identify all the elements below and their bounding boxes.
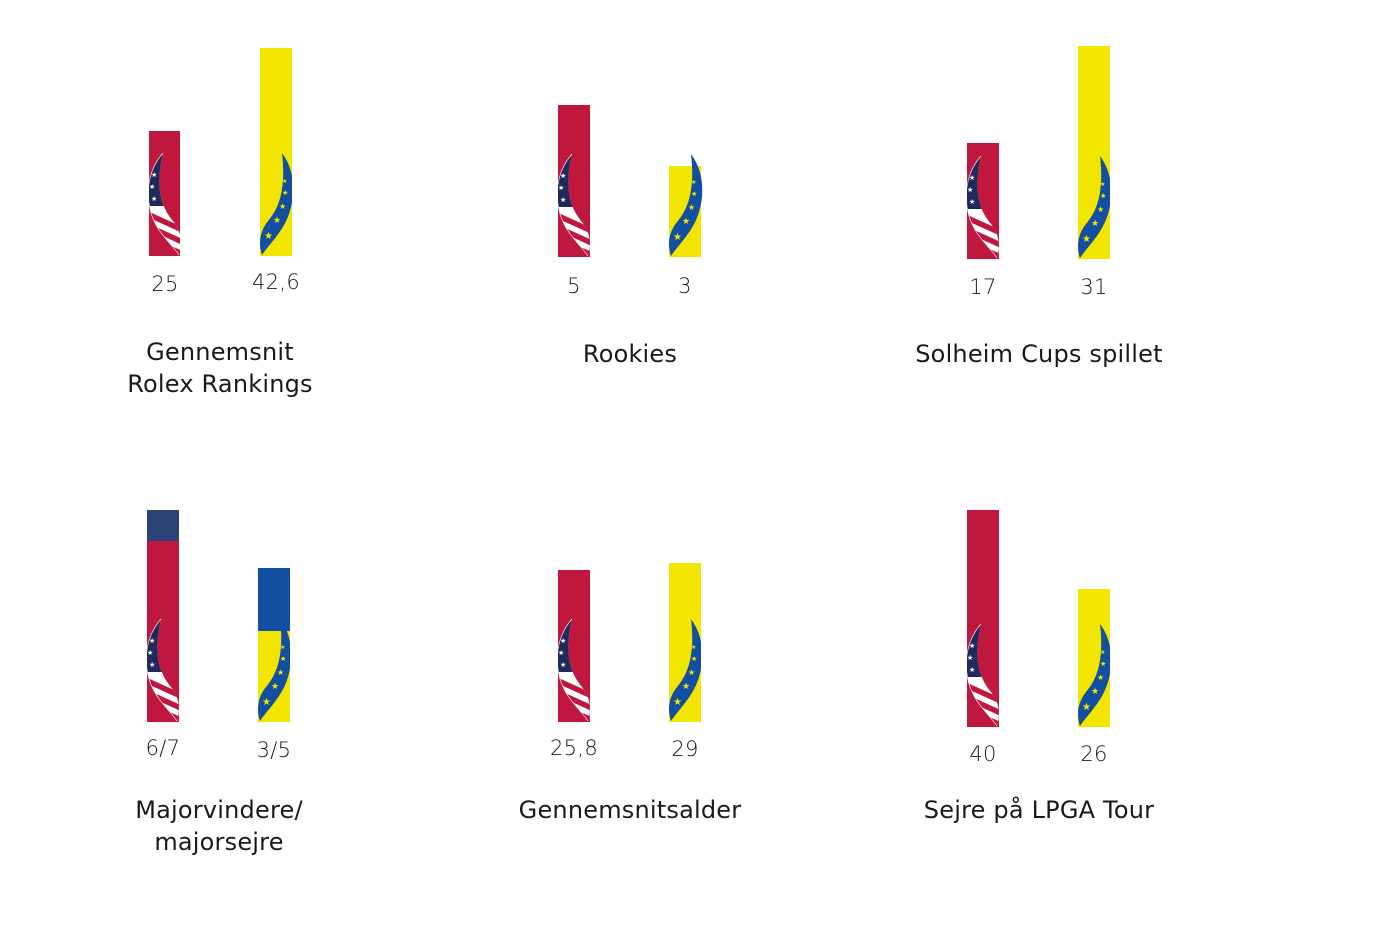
bar-europe <box>1078 589 1110 727</box>
bar-europe <box>669 166 701 257</box>
value-label-europe: 3/5 <box>256 738 292 762</box>
usa-flag-swoosh-icon <box>149 151 180 256</box>
chart-title-line2: majorsejre <box>154 828 284 856</box>
eu-flag-swoosh-icon <box>260 151 292 256</box>
chart-title-line1: Gennemsnit <box>146 338 294 366</box>
chart-title: Sejre på LPGA Tour <box>879 794 1199 826</box>
bar-usa <box>149 131 180 256</box>
value-label-usa: 25 <box>151 272 179 296</box>
eu-flag-swoosh-icon <box>1078 622 1110 727</box>
value-label-europe: 42,6 <box>252 270 300 294</box>
eu-flag-swoosh-icon <box>258 617 290 722</box>
chart-title-line1: Rookies <box>582 340 678 368</box>
bar-europe <box>669 563 701 722</box>
value-label-usa: 25,8 <box>550 736 598 760</box>
eu-flag-swoosh-icon <box>669 617 701 722</box>
chart-title-line2: Rolex Rankings <box>127 370 313 398</box>
eu-flag-swoosh-icon <box>663 152 707 257</box>
bar-segment-majorsejre <box>258 568 290 631</box>
usa-flag-swoosh-icon <box>558 152 590 257</box>
chart-title: Rookies <box>470 338 790 370</box>
value-label-europe: 3 <box>678 274 692 298</box>
eu-flag-swoosh-icon <box>1078 154 1110 259</box>
bar-usa <box>558 105 590 257</box>
value-label-usa: 6/7 <box>145 736 181 760</box>
bar-europe <box>1078 46 1110 259</box>
bar-usa <box>147 510 179 722</box>
value-label-usa: 40 <box>969 742 997 766</box>
chart-title: Majorvindere/ majorsejre <box>59 794 379 858</box>
chart-title: Gennemsnitsalder <box>470 794 790 826</box>
value-label-usa: 17 <box>969 275 997 299</box>
usa-flag-swoosh-icon <box>558 617 590 722</box>
bar-usa <box>967 510 999 727</box>
bar-usa <box>967 143 999 259</box>
value-label-europe: 29 <box>671 737 699 761</box>
chart-title-line1: Majorvindere/ <box>135 796 303 824</box>
usa-flag-swoosh-icon <box>967 154 999 259</box>
chart-title: Gennemsnit Rolex Rankings <box>60 336 380 400</box>
bar-europe <box>258 568 290 722</box>
chart-title-line1: Sejre på LPGA Tour <box>923 796 1155 824</box>
bar-segment-majorsejre <box>147 510 179 541</box>
value-label-europe: 26 <box>1080 742 1108 766</box>
usa-flag-swoosh-icon <box>967 622 999 727</box>
chart-title: Solheim Cups spillet <box>879 338 1199 370</box>
chart-title-line1: Gennemsnitsalder <box>518 796 742 824</box>
value-label-usa: 5 <box>567 274 581 298</box>
usa-flag-swoosh-icon <box>147 617 179 722</box>
value-label-europe: 31 <box>1080 275 1108 299</box>
bar-usa <box>558 570 590 722</box>
chart-title-line1: Solheim Cups spillet <box>915 340 1163 368</box>
bar-europe <box>260 48 292 256</box>
